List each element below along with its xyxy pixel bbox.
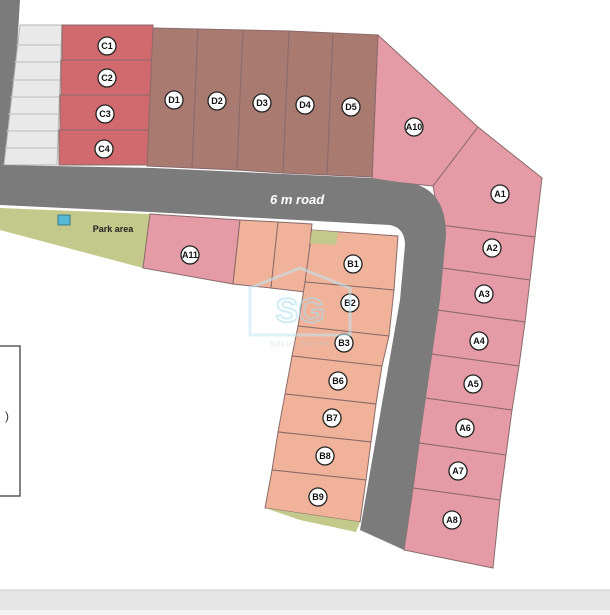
plot-label-A4: A4 xyxy=(469,331,489,351)
plot-label-text: D1 xyxy=(168,95,180,105)
plot-label-circle xyxy=(164,90,184,110)
plot-label-text: A4 xyxy=(473,336,485,346)
plot-label-C3: C3 xyxy=(95,104,115,124)
plot-label-circle xyxy=(180,245,200,265)
plot-label-text: C4 xyxy=(98,144,110,154)
plot-label-B3: B3 xyxy=(334,333,354,353)
c-plots xyxy=(58,24,154,166)
plot-label-text: B9 xyxy=(312,492,324,502)
plot-label-circle xyxy=(341,97,361,117)
plot-label-circle xyxy=(448,461,468,481)
plot-label-A2: A2 xyxy=(482,238,502,258)
plot-label-A8: A8 xyxy=(442,510,462,530)
plot-label-text: B7 xyxy=(326,413,338,423)
plot-label-C2: C2 xyxy=(97,68,117,88)
plot-label-text: B6 xyxy=(332,376,344,386)
garden-patch xyxy=(310,230,338,245)
left-road xyxy=(0,0,20,165)
plot-label-text: A11 xyxy=(182,250,198,260)
plot-label-text: C3 xyxy=(99,109,111,119)
plot-label-text: B8 xyxy=(319,451,331,461)
plot-label-A11: A11 xyxy=(180,245,200,265)
park-label: Park area xyxy=(93,224,135,234)
plot-label-D2: D2 xyxy=(207,91,227,111)
svg-text:SG: SG xyxy=(275,292,324,330)
plot-label-A5: A5 xyxy=(463,374,483,394)
plot-label-circle xyxy=(474,284,494,304)
plot-label-text: C2 xyxy=(101,73,113,83)
plot-label-text: A1 xyxy=(494,189,506,199)
plot-label-circle xyxy=(315,446,335,466)
plot-label-circle xyxy=(95,104,115,124)
plot-label-circle xyxy=(404,117,424,137)
bottom-bar xyxy=(0,590,610,610)
plot-label-B1: B1 xyxy=(343,254,363,274)
plot-label-circle xyxy=(463,374,483,394)
park-area xyxy=(0,208,150,268)
plot-label-D3: D3 xyxy=(252,93,272,113)
plot-label-A3: A3 xyxy=(474,284,494,304)
plot-label-circle xyxy=(322,408,342,428)
plot-label-D1: D1 xyxy=(164,90,184,110)
plot-label-text: A7 xyxy=(452,466,464,476)
plot-label-circle xyxy=(308,487,328,507)
plot-label-text: A10 xyxy=(406,122,423,132)
plot-label-circle xyxy=(295,95,315,115)
plot-upper-2[interactable] xyxy=(232,219,279,289)
plot-label-A7: A7 xyxy=(448,461,468,481)
watermark-logo: SG SOLUS SOUTH xyxy=(248,266,352,348)
bottom-garden-strip xyxy=(265,508,360,532)
plot-label-text: D5 xyxy=(345,102,357,112)
plot-label-B8: B8 xyxy=(315,446,335,466)
plot-label-C1: C1 xyxy=(97,36,117,56)
watermark-text: SOLUS SOUTH xyxy=(270,342,330,348)
plot-label-circle xyxy=(455,418,475,438)
plot-label-circle xyxy=(343,254,363,274)
plot-label-B6: B6 xyxy=(328,371,348,391)
plot-label-D5: D5 xyxy=(341,97,361,117)
plot-label-text: D3 xyxy=(256,98,268,108)
plot-label-B9: B9 xyxy=(308,487,328,507)
plot-label-text: A6 xyxy=(459,423,471,433)
plot-label-text: A2 xyxy=(486,243,498,253)
plot-label-circle xyxy=(469,331,489,351)
plot-label-circle xyxy=(207,91,227,111)
water-feature-icon xyxy=(57,214,71,226)
plot-label-circle xyxy=(490,184,510,204)
plot-label-B7: B7 xyxy=(322,408,342,428)
plot-label-text: D4 xyxy=(299,100,311,110)
plot-label-circle xyxy=(94,139,114,159)
plot-label-circle xyxy=(482,238,502,258)
legend-box: ) xyxy=(0,345,21,497)
plot-label-circle xyxy=(97,68,117,88)
legend-text: ) xyxy=(5,409,9,423)
plot-label-text: A5 xyxy=(467,379,479,389)
plot-label-D4: D4 xyxy=(295,95,315,115)
plot-label-text: B3 xyxy=(338,338,350,348)
road-label: 6 m road xyxy=(270,192,325,207)
plot-label-text: B1 xyxy=(347,259,359,269)
plot-label-A1: A1 xyxy=(490,184,510,204)
plot-label-circle xyxy=(442,510,462,530)
plot-label-A6: A6 xyxy=(455,418,475,438)
plot-label-text: C1 xyxy=(101,41,113,51)
parking-area xyxy=(3,24,63,166)
plot-label-circle xyxy=(328,371,348,391)
plot-label-circle xyxy=(252,93,272,113)
plot-label-text: D2 xyxy=(211,96,223,106)
plot-label-text: A8 xyxy=(446,515,458,525)
plot-label-text: A3 xyxy=(478,289,490,299)
main-road xyxy=(0,165,446,550)
plot-label-A10: A10 xyxy=(404,117,424,137)
plot-label-circle xyxy=(97,36,117,56)
plot-label-C4: C4 xyxy=(94,139,114,159)
